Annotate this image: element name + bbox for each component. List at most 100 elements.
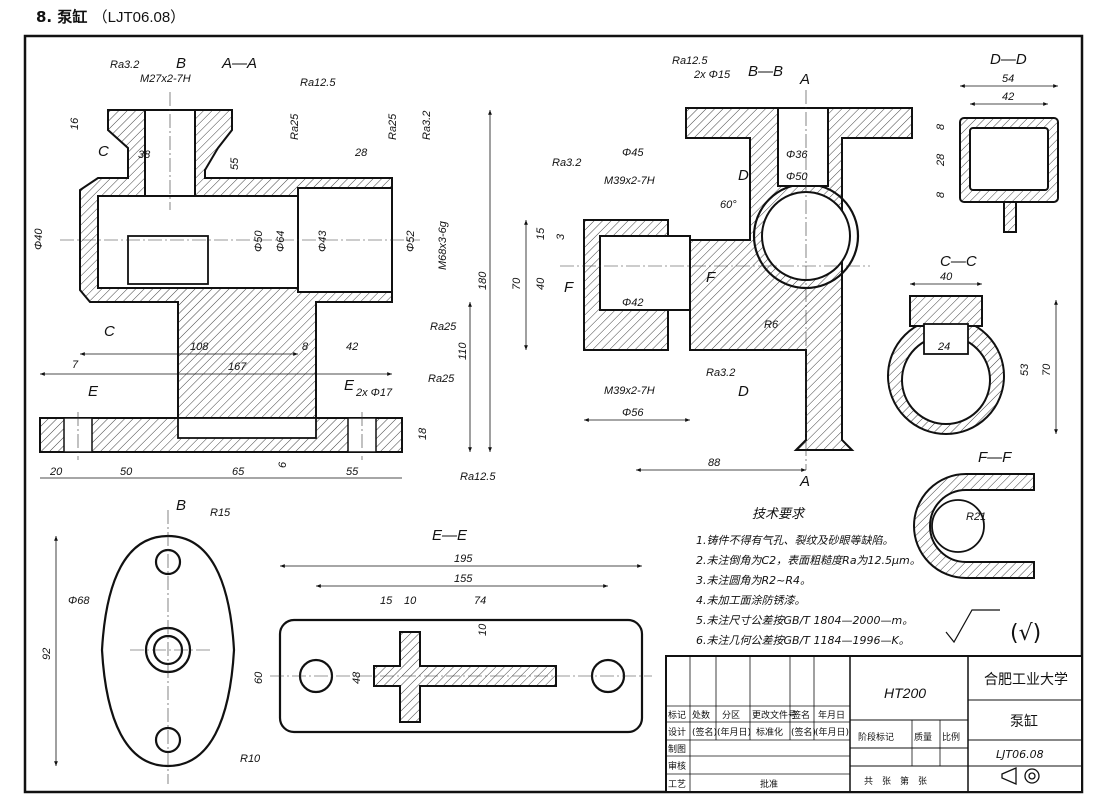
- dim-dd-54: 54: [1002, 73, 1014, 85]
- bb-chamber: [599, 235, 691, 311]
- dim-aa-20: 20: [49, 466, 63, 478]
- tb-drawing-no: LJT06.08: [996, 748, 1044, 761]
- mark-f-right: F: [706, 269, 716, 286]
- ra-aa-e: Ra25: [430, 321, 457, 333]
- dim-bb-15: 15: [535, 227, 547, 240]
- tech-requirements: 技术要求 1.铸件不得有气孔、裂纹及砂眼等缺陷。 2.未注倒角为C2，表面粗糙度…: [696, 507, 1041, 647]
- mark-c-bottom: C: [104, 323, 115, 340]
- tech-item-2: 2.未注倒角为C2，表面粗糙度Ra为12.5μm。: [696, 554, 921, 567]
- view-aa: A—A M27x2-7H Ra3.2 Ra12.5 Ra25 Ra25 Ra3.…: [33, 55, 496, 483]
- ee-cross-rib: [373, 631, 557, 723]
- dim-cc-70: 70: [1041, 363, 1053, 376]
- ra-bb-left: Ra3.2: [552, 157, 581, 169]
- dim-aa-50: Φ50: [253, 230, 265, 252]
- dim-aa-50b: 50: [120, 466, 133, 478]
- mark-c-top: C: [98, 143, 109, 160]
- aa-rib-slot: [127, 235, 209, 285]
- dim-aa-2x17: 2x Φ17: [355, 387, 393, 399]
- tech-item-1: 1.铸件不得有气孔、裂纹及砂眼等缺陷。: [696, 534, 894, 547]
- dim-aa-m68: M68x3-6g: [437, 220, 449, 270]
- ra-aa-main: Ra12.5: [300, 77, 336, 89]
- mark-d-bottom: D: [738, 383, 749, 400]
- dim-aa-40: Φ40: [33, 228, 45, 250]
- view-label-dd: D—D: [990, 51, 1027, 68]
- dim-bb-42: Φ42: [622, 297, 643, 309]
- ff-body: [913, 473, 1035, 579]
- tb-weight: 质量: [914, 731, 932, 743]
- roughness-paren: (√): [1010, 621, 1041, 646]
- dim-bb-88: 88: [708, 457, 721, 469]
- dim-aa-180: 180: [477, 271, 489, 290]
- sheet-border: [23, 34, 1084, 794]
- tb-r1-1: 处数: [692, 709, 710, 721]
- tb-sheets: 共 张 第 张: [864, 775, 927, 787]
- dim-ee-10b: 10: [477, 623, 489, 636]
- tb-r2-5: (年月日): [815, 726, 849, 738]
- mark-e-left: E: [88, 383, 99, 400]
- dim-aa-108: 108: [190, 341, 209, 353]
- aa-base-recess: [177, 417, 317, 439]
- view-label-ee: E—E: [432, 527, 468, 544]
- dim-bb-r6: R6: [764, 319, 779, 331]
- mark-d-top: D: [738, 167, 749, 184]
- tb-left-0: 制图: [668, 743, 686, 755]
- dim-aa-28: 28: [354, 147, 368, 159]
- dim-cc-53: 53: [1019, 363, 1031, 376]
- mark-b-top: B: [176, 55, 186, 72]
- dim-ee-10a: 10: [404, 595, 417, 607]
- ra-bb-mid: Ra3.2: [706, 367, 735, 379]
- tech-title: 技术要求: [752, 507, 806, 522]
- ra-aa-a: Ra25: [289, 113, 301, 140]
- drawing-header: 8. 泵缸 （LJT06.08）: [36, 6, 185, 27]
- bb-top-port: [777, 107, 829, 187]
- dim-bb-m39b: M39x2-7H: [604, 385, 655, 397]
- ra-aa-base: Ra12.5: [460, 471, 496, 483]
- dim-aa-16: 16: [69, 117, 81, 130]
- dim-bb-m39a: M39x2-7H: [604, 175, 655, 187]
- dim-bb-45: Φ45: [622, 147, 644, 159]
- tb-part: 泵缸: [1010, 713, 1038, 730]
- view-dd: D—D 54 42 8 28 8: [935, 51, 1059, 233]
- view-ff: F—F R21: [913, 449, 1035, 579]
- view-bb: B—B Ra12.5 2x Φ15 A Ra3.2 Φ45 M39x2-7H Φ…: [511, 55, 913, 490]
- dim-aa-7: 7: [72, 359, 79, 371]
- dim-bb-2x15: 2x Φ15: [693, 69, 731, 81]
- dim-bb-36: Φ36: [786, 149, 808, 161]
- dim-aa-52: Φ52: [405, 231, 417, 252]
- tb-r1-5: 年月日: [818, 709, 845, 721]
- tb-r2-2: (年月日): [717, 726, 751, 738]
- dim-bb-3: 3: [555, 233, 567, 240]
- tb-approve: 批准: [760, 778, 778, 790]
- dim-ff-r21: R21: [966, 511, 986, 523]
- tb-r2-4: (签名): [791, 726, 816, 738]
- dim-bb-50: Φ50: [786, 171, 808, 183]
- tb-school: 合肥工业大学: [984, 672, 1068, 688]
- view-label-bb: B—B: [748, 63, 783, 80]
- ra-aa-b: Ra25: [387, 113, 399, 140]
- dim-ee-74: 74: [474, 595, 486, 607]
- tb-scale: 比例: [942, 731, 960, 743]
- dim-bb-40: 40: [535, 277, 547, 290]
- dim-m27: M27x2-7H: [140, 73, 191, 85]
- drawing-code: （LJT06.08）: [92, 9, 186, 26]
- tb-stage: 阶段标记: [858, 731, 894, 743]
- view-label-aa: A—A: [221, 55, 257, 72]
- view-cc: C—C 40 24 53 70: [887, 253, 1058, 435]
- cc-top-block: [909, 295, 983, 327]
- tech-item-6: 6.未注几何公差按GB/T 1184—1996—K。: [696, 634, 910, 647]
- dim-dd-28: 28: [935, 153, 947, 167]
- mark-e-right: E: [344, 377, 355, 394]
- dim-top-r10: R10: [240, 753, 261, 765]
- dim-ee-155: 155: [454, 573, 473, 585]
- dim-ee-60: 60: [253, 671, 265, 684]
- dim-aa-55: 55: [229, 157, 241, 170]
- projection-symbol-icon: [1001, 767, 1040, 785]
- dim-aa-64: Φ64: [275, 231, 287, 252]
- dim-top-68: Φ68: [68, 595, 90, 607]
- ra-aa-top: Ra3.2: [110, 59, 139, 71]
- dim-cc-24: 24: [937, 341, 950, 353]
- dim-ee-48: 48: [351, 671, 363, 684]
- dim-aa-8: 8: [302, 341, 309, 353]
- drawing-number: 8.: [36, 8, 53, 26]
- dim-aa-18: 18: [417, 427, 429, 440]
